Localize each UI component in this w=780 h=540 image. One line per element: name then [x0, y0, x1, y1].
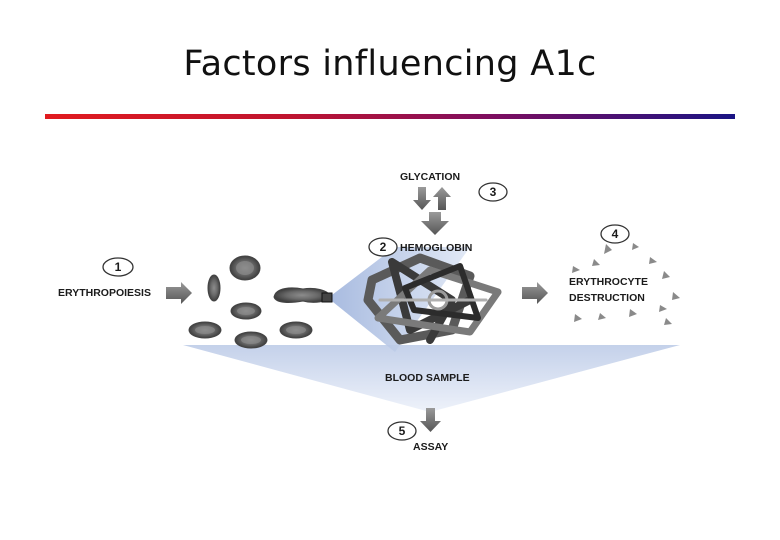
arrow-down-icon: [420, 408, 441, 432]
step-3-glycation: GLYCATION 3: [400, 171, 508, 235]
step-3-number-circle: [478, 182, 508, 202]
step-4-number-circle: [600, 224, 630, 244]
red-blood-cells: [188, 255, 333, 349]
blood-sample-label: BLOOD SAMPLE: [385, 372, 470, 384]
blood-sample-funnel: [183, 345, 680, 412]
arrow-down-icon: [413, 187, 431, 210]
step-5-number-circle: [387, 421, 417, 441]
step-4-number: 4: [612, 227, 619, 241]
step-4-erythrocyte-destruction: 4 ERYTHROCYTE DESTRUCTION: [569, 224, 680, 325]
title-underline: [45, 114, 735, 119]
step-2-label: HEMOGLOBIN: [400, 242, 472, 254]
arrow-right-icon: [522, 282, 548, 304]
step-5-number: 5: [399, 424, 406, 438]
step-5-assay: BLOOD SAMPLE 5 ASSAY: [385, 372, 470, 453]
zoom-box: [321, 292, 333, 303]
step-3-number: 3: [490, 185, 497, 199]
step-1-number-circle: [102, 257, 134, 277]
hemoglobin-molecule: [363, 253, 502, 345]
arrow-right-icon: [166, 282, 192, 304]
cell-fragments: [572, 243, 680, 325]
step-4-label-line1: ERYTHROCYTE: [569, 276, 648, 288]
step-2-number: 2: [380, 240, 387, 254]
step-2-hemoglobin: 2 HEMOGLOBIN: [363, 237, 548, 345]
step-2-number-circle: [368, 237, 398, 257]
slide-title: Factors influencing A1c: [183, 44, 597, 84]
arrow-up-icon: [433, 187, 451, 210]
step-1-number: 1: [115, 260, 122, 274]
step-1-label: ERYTHROPOIESIS: [58, 287, 151, 299]
arrow-down-icon: [421, 212, 449, 235]
step-3-label: GLYCATION: [400, 171, 460, 183]
step-1-erythropoiesis: 1 ERYTHROPOIESIS: [58, 257, 192, 304]
step-4-label-line2: DESTRUCTION: [569, 292, 645, 304]
step-5-label: ASSAY: [413, 441, 448, 453]
red-blood-cell: [207, 274, 221, 302]
